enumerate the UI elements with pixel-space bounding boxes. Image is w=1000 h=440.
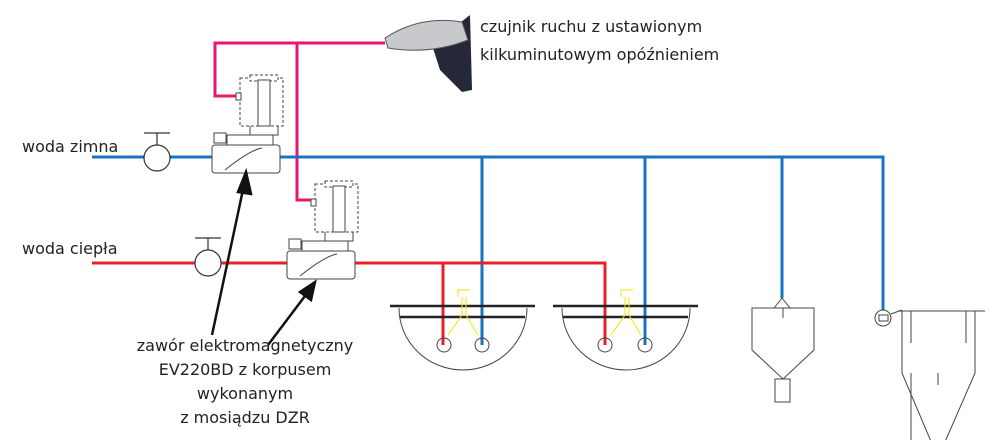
sensor-label-line1: czujnik ruchu z ustawionym — [480, 17, 703, 36]
solenoid-valve-cold — [211, 74, 284, 174]
cold-water-pipe — [92, 155, 885, 345]
solenoid-valve-hot — [286, 180, 359, 280]
sink-2 — [553, 289, 698, 371]
valve-label-line4: z mosiądzu DZR — [180, 408, 310, 427]
motion-sensor-icon — [384, 15, 472, 92]
manual-valve-cold — [143, 132, 171, 172]
cold-water-label: woda zimna — [22, 137, 119, 156]
urinal — [751, 297, 815, 403]
sensor-label-line2: kilkuminutowym opóźnieniem — [480, 45, 720, 64]
tank — [874, 309, 985, 440]
valve-label-line1: zawór elektromagnetyczny — [136, 336, 354, 355]
hot-water-label: woda ciepła — [22, 239, 118, 258]
signal-wire — [213, 41, 385, 202]
manual-valve-hot — [194, 237, 222, 277]
valve-label-line2: EV220BD z korpusem — [158, 360, 332, 379]
callout-arrows — [210, 167, 317, 346]
sink-1 — [390, 289, 535, 371]
valve-label-line3: wykonanym — [196, 384, 294, 403]
